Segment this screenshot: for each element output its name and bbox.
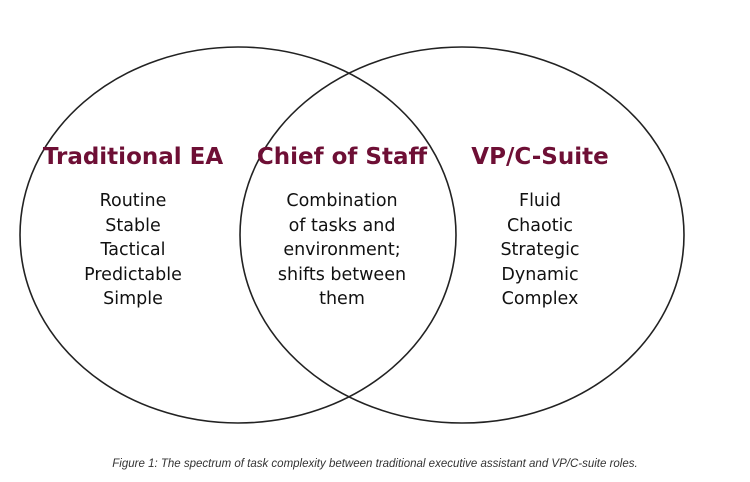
- traditional-ea-region: Traditional EA Routine Stable Tactical P…: [33, 146, 233, 312]
- region-item: Strategic: [500, 240, 580, 260]
- chief-of-staff-region: Chief of Staff Combination of tasks and …: [242, 146, 442, 312]
- region-item: Chaotic: [506, 215, 574, 236]
- region-item: Predictable: [84, 264, 182, 285]
- region-items: Fluid Chaotic Strategic Dynamic Complex: [440, 189, 640, 312]
- region-item: of tasks and: [288, 215, 396, 236]
- region-title: Traditional EA: [42, 144, 224, 170]
- region-items: Combination of tasks and environment; sh…: [242, 189, 442, 312]
- region-item: them: [319, 289, 365, 309]
- region-title: VP/C-Suite: [471, 144, 609, 170]
- region-item: Tactical: [100, 240, 166, 260]
- left-circle: [19, 46, 457, 424]
- region-title: Chief of Staff: [256, 144, 428, 170]
- region-item: environment;: [283, 240, 401, 260]
- venn-diagram: [19, 46, 685, 424]
- region-items: Routine Stable Tactical Predictable Simp…: [33, 189, 233, 312]
- region-item: Dynamic: [501, 264, 579, 285]
- figure-caption: Figure 1: The spectrum of task complexit…: [112, 458, 638, 470]
- region-item: Combination: [286, 191, 398, 211]
- region-item: Complex: [501, 289, 579, 309]
- region-item: Fluid: [519, 191, 561, 211]
- right-circle: [239, 46, 685, 424]
- region-item: shifts between: [277, 264, 407, 285]
- vp-c-suite-region: VP/C-Suite Fluid Chaotic Strategic Dynam…: [440, 146, 640, 312]
- region-item: Routine: [99, 191, 167, 211]
- region-item: Simple: [103, 289, 163, 309]
- region-item: Stable: [105, 215, 161, 236]
